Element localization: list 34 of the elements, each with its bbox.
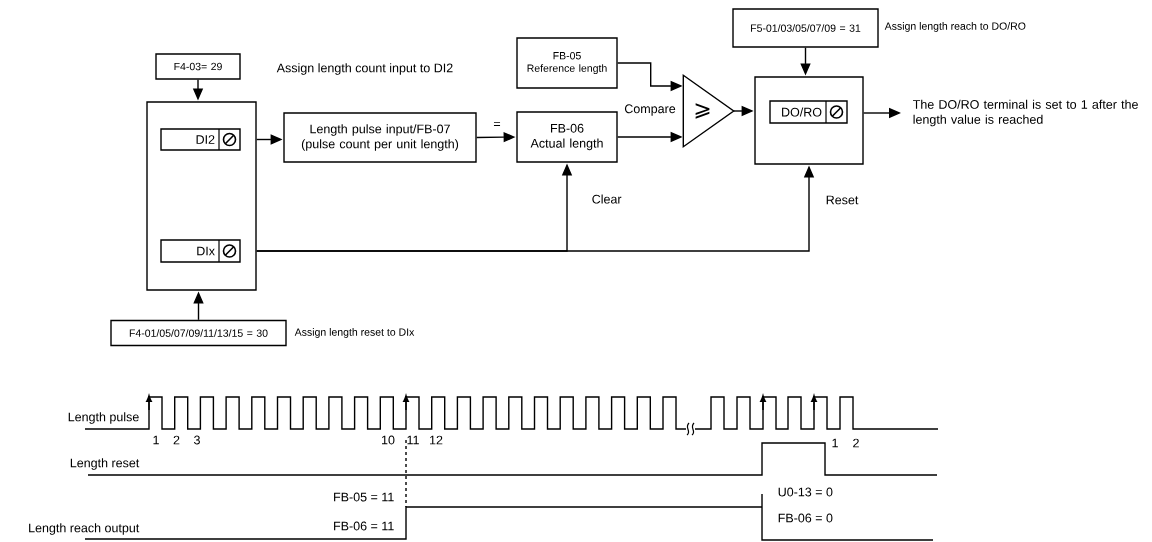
terminal-box: DIx — [160, 239, 241, 263]
edge-label: = — [492, 120, 502, 130]
terminal-block — [146, 101, 257, 291]
pulse-number: 3 — [194, 435, 200, 445]
value-box: FB-05 Reference length — [516, 37, 618, 89]
output-note: The DO/RO terminal is set to 1 after the length value is reached — [913, 99, 1138, 127]
note-text: Assign length reach to DO/RO — [884, 22, 1026, 32]
parameter-box: Length pulse input/FB-07 (pulse count per unit length) — [283, 112, 477, 163]
value-label: U0-13 = 0 — [778, 487, 833, 497]
parameter-box: F4-03= 29 — [155, 53, 241, 80]
pulse-number: 11 — [407, 435, 419, 445]
pulse-number: 10 — [382, 435, 395, 445]
signal-label: Length reset — [70, 458, 140, 470]
terminal-box: DO/RO — [769, 100, 848, 124]
parameter-box: F4-01/05/07/09/11/13/15 = 30 — [110, 319, 287, 347]
edge-label: Clear — [590, 193, 623, 205]
pulse-number: 2 — [853, 438, 859, 448]
signal-label: Length pulse — [68, 412, 139, 424]
note-text: Assign length count input to DI2 — [276, 63, 453, 75]
signal-label: Length reach output — [29, 523, 140, 535]
parameter-box: F5-01/03/05/07/09 = 31 — [732, 8, 879, 48]
edge-label: Compare — [623, 103, 677, 117]
value-label: FB-06 = 0 — [778, 513, 833, 523]
terminal-box: DI2 — [160, 128, 241, 151]
note-text: Assign length reset to DIx — [294, 328, 415, 338]
terminal-block — [754, 76, 864, 165]
edge-label: Reset — [824, 194, 860, 206]
pulse-number: 12 — [430, 435, 443, 445]
pulse-number: 2 — [173, 435, 180, 445]
value-box: FB-06 Actual length — [516, 111, 618, 163]
pulse-number: 1 — [832, 438, 838, 448]
pulse-number: 1 — [153, 435, 159, 445]
value-label: FB-05 = 11 — [334, 492, 394, 502]
value-label: FB-06 = 11 — [334, 521, 394, 531]
